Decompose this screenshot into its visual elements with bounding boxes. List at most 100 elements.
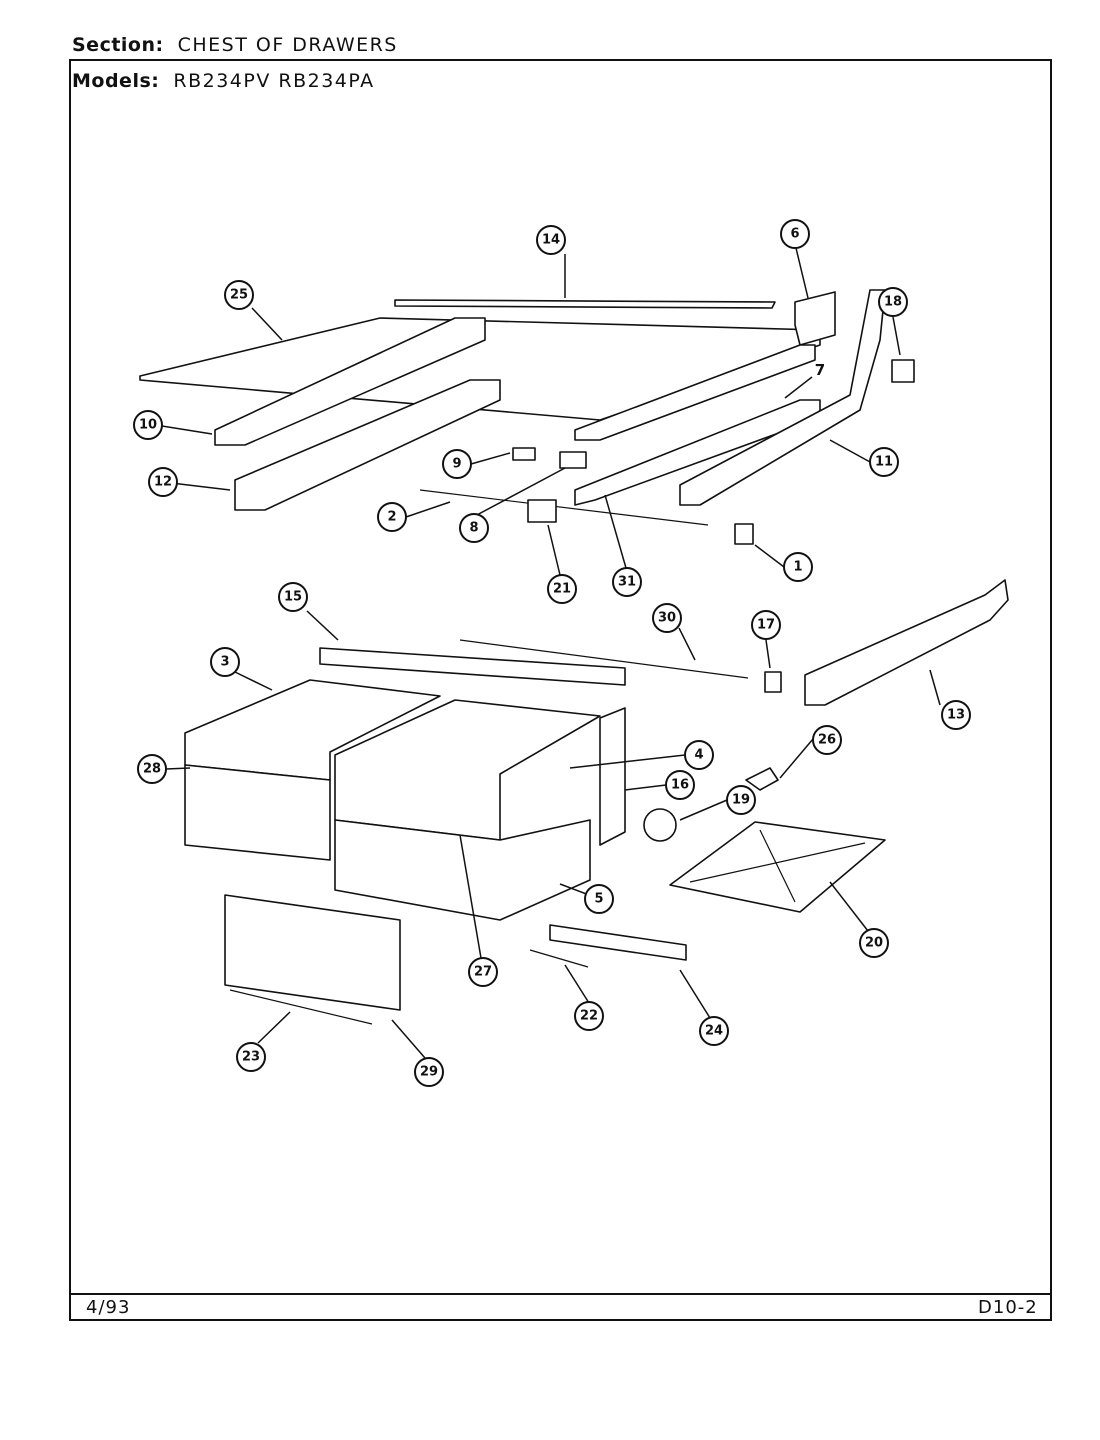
callout-24: 24: [699, 1016, 729, 1046]
hinge-18: [891, 359, 915, 383]
section-title: CHEST OF DRAWERS: [177, 34, 398, 56]
center-upper-rail: [574, 344, 816, 441]
models-list: RB234PV RB234PA: [173, 70, 375, 92]
callout-11: 11: [869, 447, 899, 477]
drawer-frame-16: [599, 707, 626, 846]
callout-number: 19: [732, 793, 750, 808]
rod-30: [459, 639, 749, 679]
footer-date: 4/93: [86, 1297, 131, 1318]
callout-number: 6: [790, 227, 799, 242]
callout-15: 15: [278, 582, 308, 612]
callout-22: 22: [574, 1001, 604, 1031]
section-header: Section: CHEST OF DRAWERS: [72, 34, 398, 56]
footer-page-code: D10-2: [978, 1297, 1038, 1318]
callout-8: 8: [459, 513, 489, 543]
diagram-frame: [69, 59, 1052, 1321]
models-header: Models: RB234PV RB234PA: [72, 70, 375, 92]
callout-16: 16: [665, 770, 695, 800]
clip-8: [559, 451, 587, 469]
section-label: Section:: [72, 34, 164, 56]
models-label: Models:: [72, 70, 160, 92]
callout-13: 13: [941, 700, 971, 730]
callout-19: 19: [726, 785, 756, 815]
end-cap: [794, 291, 836, 346]
callout-number: 8: [469, 521, 478, 536]
callout-number: 21: [553, 582, 571, 597]
callout-number: 14: [542, 233, 560, 248]
left-lower-rail: [234, 379, 501, 511]
callout-number: 28: [143, 762, 161, 777]
callout-29: 29: [414, 1057, 444, 1087]
callout-number: 18: [884, 295, 902, 310]
left-upper-rail: [214, 317, 486, 446]
trim-23: [229, 989, 373, 1025]
callout-number: 22: [580, 1009, 598, 1024]
callout-23: 23: [236, 1042, 266, 1072]
clip-17: [764, 671, 782, 693]
callout-number: 13: [947, 708, 965, 723]
callout-number: 12: [154, 475, 172, 490]
callout-number: 20: [865, 936, 883, 951]
callout-number: 4: [694, 748, 703, 763]
callout-number: 26: [818, 733, 836, 748]
glass-frame-brace-2: [759, 829, 796, 903]
glass-frame-brace: [689, 842, 866, 883]
callout-17: 17: [751, 610, 781, 640]
callout-9: 9: [442, 449, 472, 479]
callout-7[interactable]: 7: [815, 361, 825, 379]
left-drawer-front-28: [184, 764, 331, 861]
callout-10: 10: [133, 410, 163, 440]
meat-drawer: [334, 819, 591, 921]
callout-number: 16: [671, 778, 689, 793]
bracket-1: [734, 523, 754, 545]
callout-27: 27: [468, 957, 498, 987]
slide-24: [549, 924, 687, 961]
bracket-21: [527, 499, 557, 523]
cover-trim-strip: [394, 299, 776, 309]
callout-number: 11: [875, 455, 893, 470]
callout-number: 30: [658, 611, 676, 626]
callout-number: 29: [420, 1065, 438, 1080]
callout-1: 1: [783, 552, 813, 582]
callout-number: 27: [474, 965, 492, 980]
callout-number: 10: [139, 418, 157, 433]
drawer-front-29: [224, 894, 401, 1011]
callout-number: 25: [230, 288, 248, 303]
callout-25: 25: [224, 280, 254, 310]
callout-number: 15: [284, 590, 302, 605]
callout-30: 30: [652, 603, 682, 633]
callout-number: 31: [618, 575, 636, 590]
front-trim-15: [319, 647, 626, 686]
callout-20: 20: [859, 928, 889, 958]
callout-28: 28: [137, 754, 167, 784]
callout-number: 9: [452, 457, 461, 472]
callout-number: 24: [705, 1024, 723, 1039]
right-upper-rail: [679, 289, 886, 506]
callout-number: 23: [242, 1050, 260, 1065]
callout-2: 2: [377, 502, 407, 532]
callout-number: 5: [594, 892, 603, 907]
callout-number: 2: [387, 510, 396, 525]
callout-31: 31: [612, 567, 642, 597]
callout-4: 4: [684, 740, 714, 770]
callout-26: 26: [812, 725, 842, 755]
roller-19: [643, 808, 677, 842]
callout-5: 5: [584, 884, 614, 914]
clip-9: [512, 447, 536, 461]
callout-number: 7: [815, 361, 825, 379]
slide-22: [529, 949, 589, 968]
leader-lines: [161, 247, 941, 1059]
callout-number: 1: [793, 560, 802, 575]
cam-26: [745, 767, 779, 791]
footer-divider: [69, 1293, 1052, 1295]
callout-3: 3: [210, 647, 240, 677]
callout-18: 18: [878, 287, 908, 317]
callout-21: 21: [547, 574, 577, 604]
callout-14: 14: [536, 225, 566, 255]
callout-number: 17: [757, 618, 775, 633]
right-lower-rail: [804, 579, 1009, 706]
callout-6: 6: [780, 219, 810, 249]
support-rod: [419, 489, 709, 526]
callout-12: 12: [148, 467, 178, 497]
